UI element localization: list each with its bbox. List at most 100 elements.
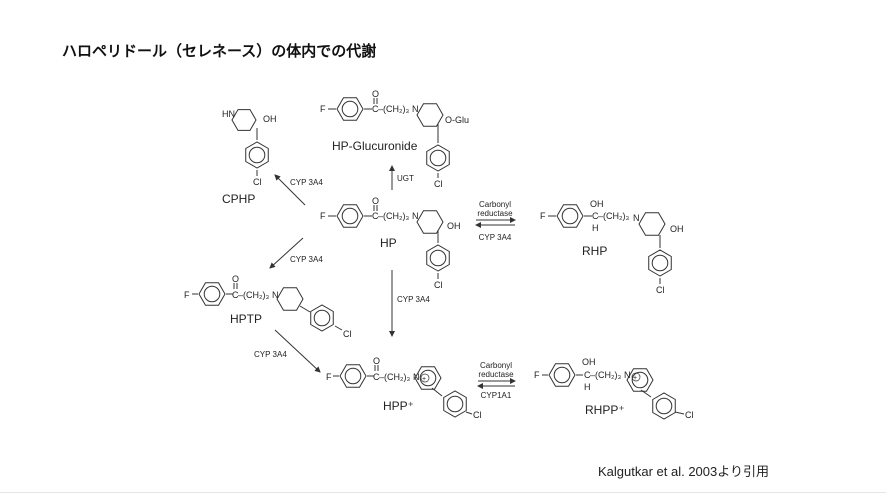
atom-label: –(CH₂)₃ [378, 211, 409, 221]
aromatic-ring-circle [344, 367, 362, 385]
atom-label: OH [670, 224, 684, 234]
compound-label: HPP⁺ [383, 399, 414, 413]
enzyme-label: UGT [397, 174, 414, 183]
atom-label: F [320, 211, 326, 221]
atom-label: O [373, 356, 380, 366]
atom-label: H [584, 382, 591, 392]
ring-hexagon [443, 390, 467, 418]
aromatic-ring-circle [561, 207, 579, 225]
atom-label: F [534, 370, 540, 380]
atom-label: F [184, 290, 190, 300]
compound-rhp: F OH C H –(CH₂)₃ N OH Cl RHP [540, 199, 684, 295]
enzyme-label: CYP 3A4 [397, 295, 430, 304]
enzyme-label: CYP 3A4 [479, 233, 512, 242]
atom-label: C [372, 211, 379, 221]
enzyme-label: Carbonyl [480, 361, 512, 370]
compound-hptp: F O C –(CH₂)₃ N Cl HPTP [184, 274, 352, 339]
atom-label: C [372, 104, 379, 114]
atom-label: HN [222, 109, 235, 119]
compound-cphp: HN OH Cl CPHP [222, 109, 277, 206]
ring-hexagon [198, 282, 226, 306]
atom-label: N [272, 290, 279, 300]
ring-hexagon [276, 287, 304, 311]
aromatic-ring-circle [553, 366, 571, 384]
atom-label: N [624, 370, 631, 380]
atom-label: N [412, 104, 419, 114]
enzyme-label: CYP 3A4 [254, 350, 287, 359]
slide-title: ハロペリドール（セレネース）の体内での代謝 [62, 42, 377, 60]
citation: Kalgutkar et al. 2003より引用 [598, 464, 769, 479]
atom-label: H [592, 223, 599, 233]
ring-hexagon [652, 392, 676, 420]
atom-label: F [320, 104, 326, 114]
atom-label: F [326, 372, 332, 382]
atom-label: Cl [685, 410, 694, 420]
ring-hexagon [638, 212, 666, 236]
charge-label: + [633, 375, 637, 382]
atom-label: –(CH₂)₃ [378, 104, 409, 114]
atom-label: O [372, 89, 379, 99]
compound-label: RHPP⁺ [585, 403, 625, 417]
atom-label: Cl [434, 280, 443, 290]
enzyme-label: CYP1A1 [481, 391, 512, 400]
enzyme-label: CYP 3A4 [290, 255, 323, 264]
aromatic-ring-circle [203, 285, 221, 303]
ring-hexagon [414, 366, 442, 390]
enzyme-label: Carbonyl [479, 200, 511, 209]
ring-hexagon [336, 204, 364, 228]
arrow-hp-to-hptp [269, 237, 304, 269]
aromatic-ring-circle [248, 146, 266, 164]
bonds [192, 98, 685, 415]
atom-label: OH [263, 114, 277, 124]
ring-hexagon [648, 249, 672, 277]
atom-label: O-Glu [445, 115, 469, 125]
ring-hexagon [416, 210, 444, 234]
ring-hexagon [548, 363, 576, 387]
ring-hexagon [556, 204, 584, 228]
ring-hexagon [339, 364, 367, 388]
atom-label: N [633, 213, 640, 223]
ring-hexagon [426, 244, 450, 272]
atom-label: OH [590, 199, 604, 209]
aromatic-ring-circle [655, 397, 673, 415]
atom-label: –(CH₂)₃ [238, 290, 269, 300]
compound-label: RHP [582, 244, 607, 258]
atom-label: N [412, 211, 419, 221]
atom-label: O [372, 196, 379, 206]
ring-hexagon [310, 304, 334, 332]
enzyme-label: reductase [477, 209, 513, 218]
reaction-arrows [269, 165, 516, 389]
atom-label: Cl [473, 410, 482, 420]
atom-label: N [413, 372, 420, 382]
ring-hexagon [426, 144, 450, 172]
atom-label: C [373, 372, 380, 382]
aromatic-ring-circle [651, 254, 669, 272]
atom-label: –(CH₂)₃ [590, 370, 621, 380]
aromatic-ring-circle [429, 149, 447, 167]
ring-hexagon [231, 109, 257, 131]
arrow-hptp-to-hpp [274, 329, 321, 373]
compound-label: CPHP [222, 192, 255, 206]
aromatic-ring-circle [419, 369, 437, 387]
atom-label: C [584, 370, 591, 380]
enzyme-label: CYP 3A4 [290, 178, 323, 187]
ring-structures [198, 97, 676, 420]
atom-label: C [592, 211, 599, 221]
aromatic-ring-circle [341, 207, 359, 225]
charge-label: + [422, 376, 426, 383]
ring-hexagon [626, 368, 654, 392]
atom-label: OH [447, 221, 461, 231]
ring-hexagon [336, 97, 364, 121]
aromatic-ring-circle [429, 249, 447, 267]
compound-label: HP [380, 236, 397, 250]
atom-label: C [232, 290, 239, 300]
atom-label: Cl [434, 179, 443, 189]
arrow-hp-to-cphp [274, 174, 306, 206]
atom-label: F [540, 211, 546, 221]
enzyme-label: reductase [478, 370, 514, 379]
atom-label: –(CH₂)₃ [598, 211, 629, 221]
atom-label: Cl [656, 285, 665, 295]
atom-label: Cl [253, 177, 262, 187]
compound-rhpp: F OH C H –(CH₂)₃ N + Cl RHPP⁺ [534, 357, 694, 420]
